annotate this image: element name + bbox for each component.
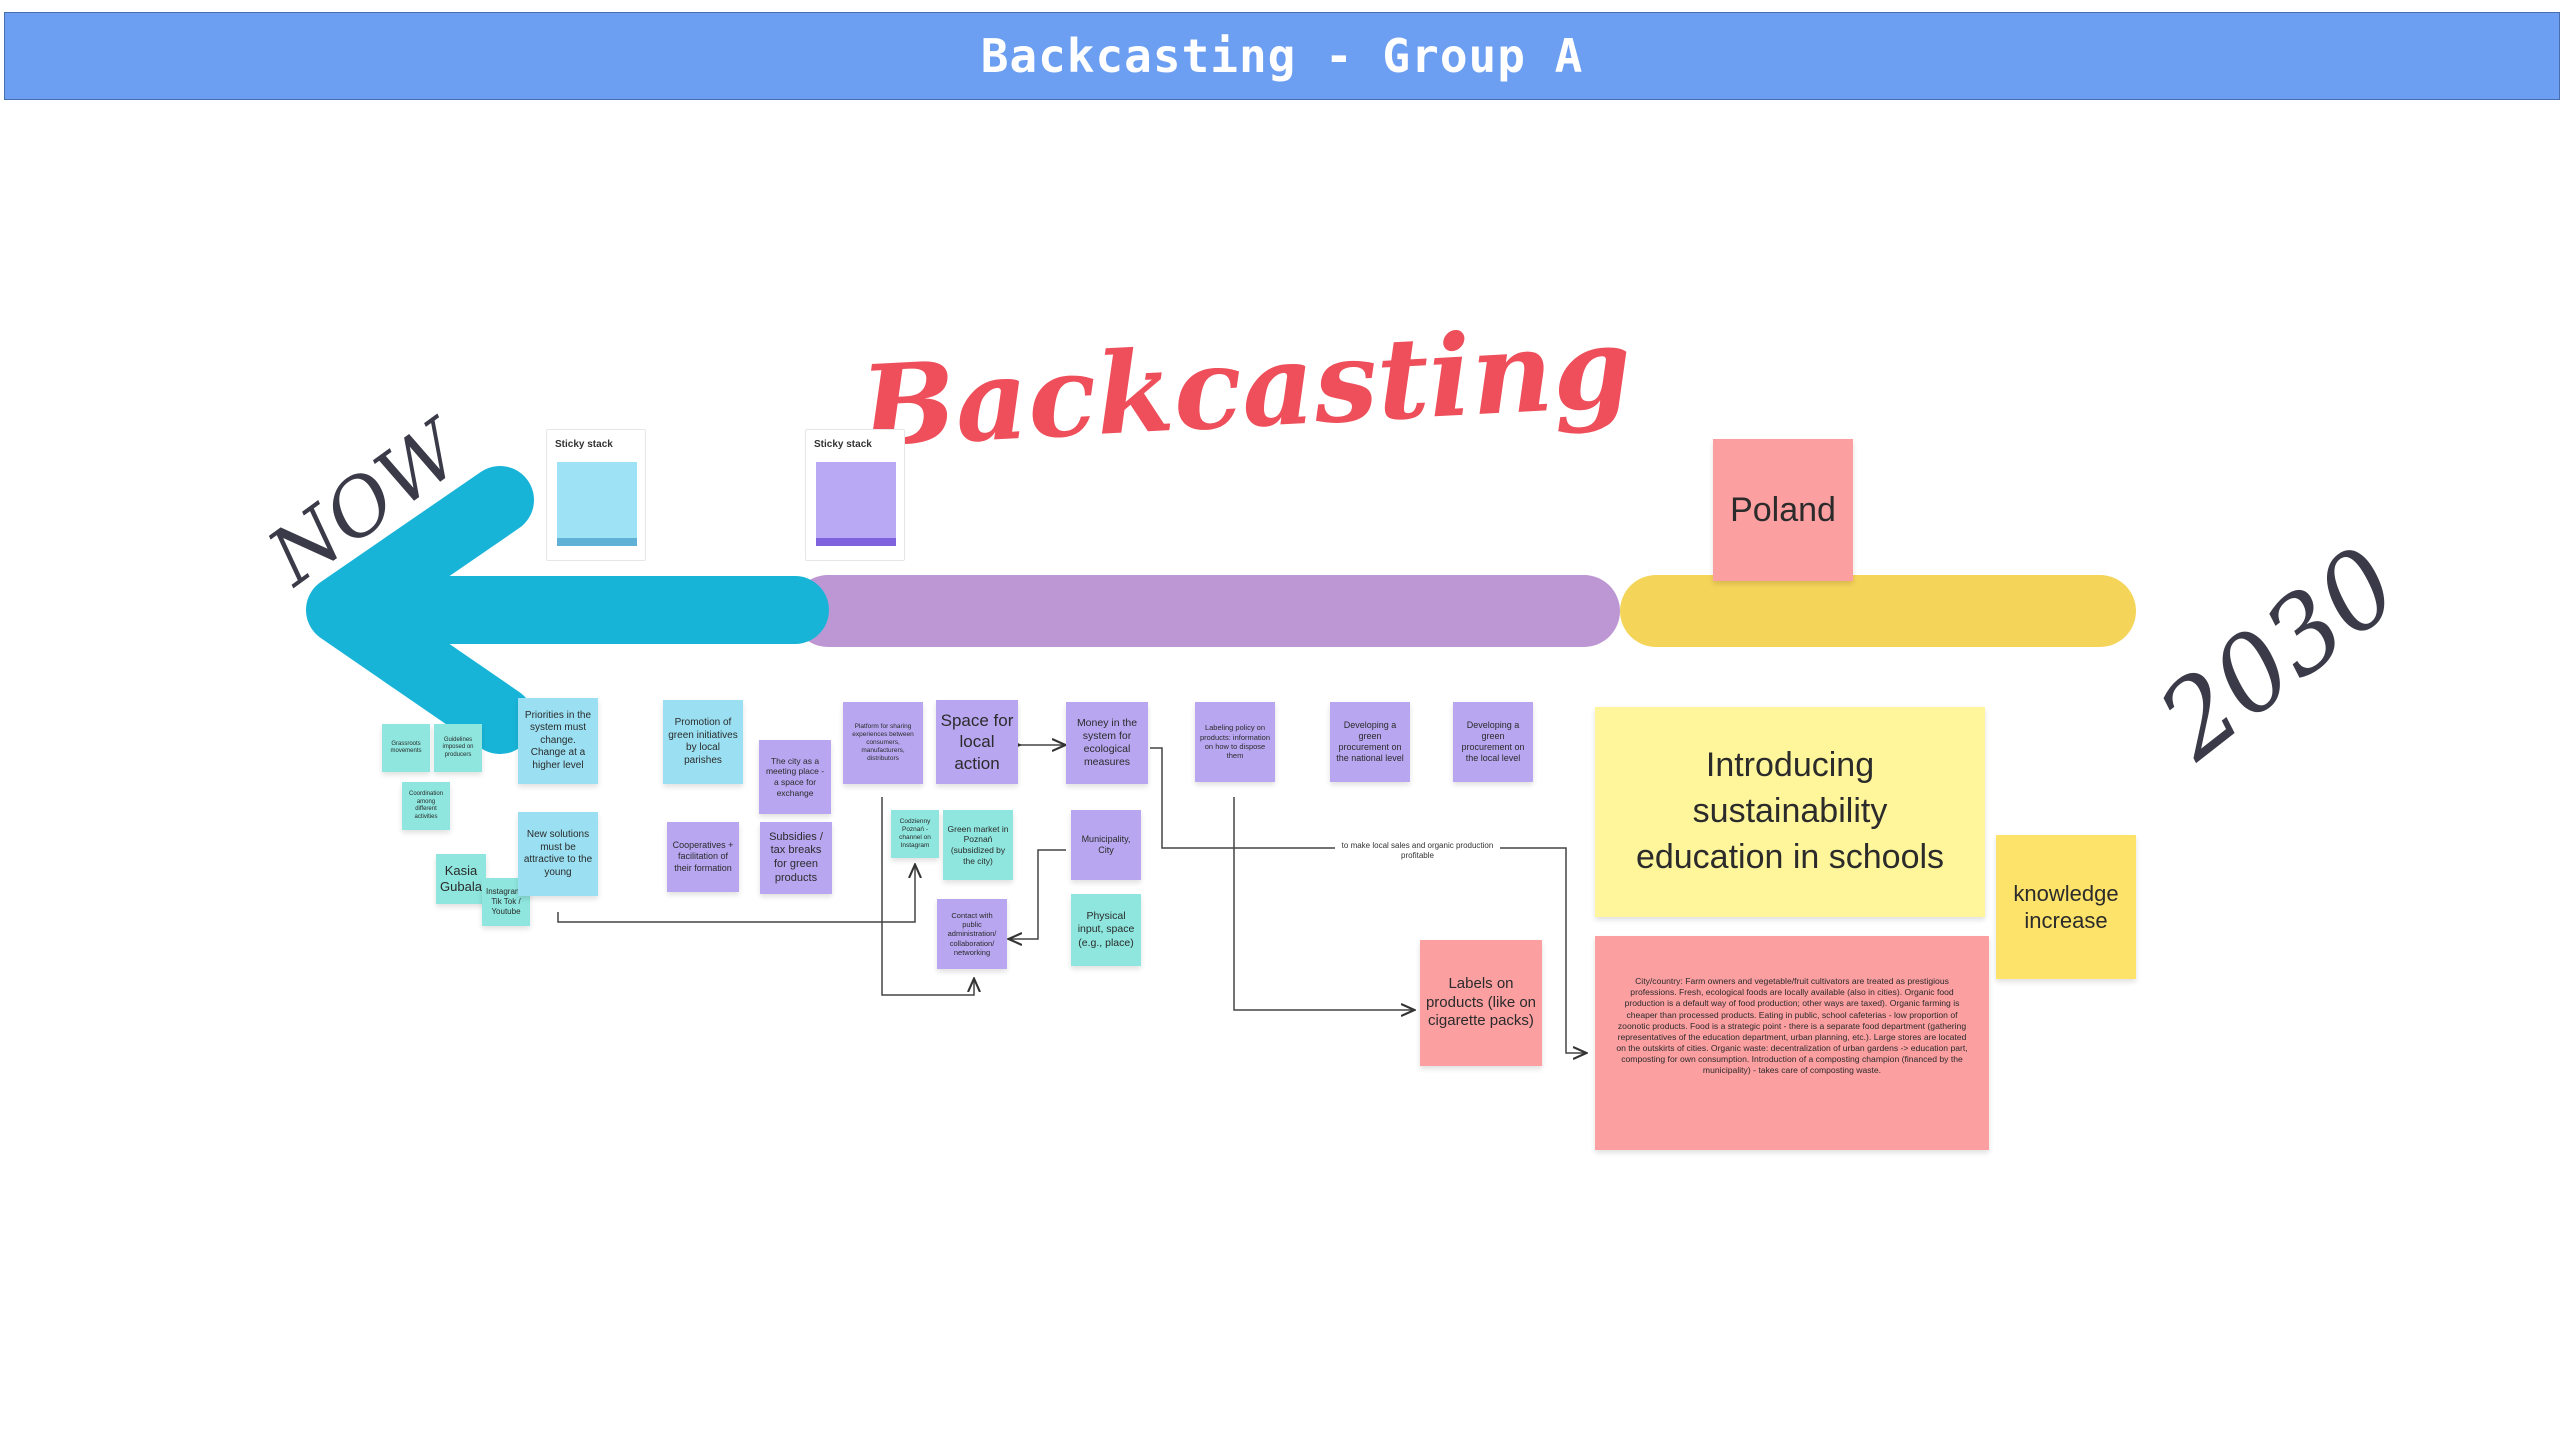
sticky-stack-edge <box>557 538 637 546</box>
sticky-grassroots[interactable]: Grassroots movements <box>382 724 430 772</box>
sticky-physical-input[interactable]: Physical input, space (e.g., place) <box>1071 894 1141 966</box>
sticky-guidelines[interactable]: Guidelines imposed on producers <box>434 724 482 772</box>
sticky-cooperatives[interactable]: Cooperatives + facilitation of their for… <box>667 822 739 892</box>
sticky-poland[interactable]: Poland <box>1713 439 1853 581</box>
backcasting-handwriting: Backcasting <box>855 302 1635 473</box>
sticky-stack-label: Sticky stack <box>555 439 613 450</box>
sticky-vision-2030[interactable]: City/country: Farm owners and vegetable/… <box>1595 936 1989 1150</box>
sticky-labeling[interactable]: Labeling policy on products: information… <box>1195 702 1275 782</box>
sticky-coordination[interactable]: Coordination among different activities <box>402 782 450 830</box>
connector-label-local-sales: to make local sales and organic producti… <box>1335 841 1500 861</box>
backcasting-text: Backcasting <box>855 302 1635 473</box>
sticky-green-market[interactable]: Green market in Poznań (subsidized by th… <box>943 810 1013 880</box>
sticky-municipality[interactable]: Municipality, City <box>1071 810 1141 880</box>
sticky-codzienny[interactable]: Codzienny Poznań - channel on Instagram <box>891 810 939 858</box>
sticky-new-solutions[interactable]: New solutions must be attractive to the … <box>518 812 598 896</box>
sticky-stack-edge <box>816 538 896 546</box>
board-header: Backcasting - Group A <box>4 12 2560 100</box>
sticky-subsidies[interactable]: Subsidies / tax breaks for green product… <box>760 822 832 894</box>
sticky-platform[interactable]: Platform for sharing experiences between… <box>843 702 923 784</box>
sticky-labels-cigarette[interactable]: Labels on products (like on cigarette pa… <box>1420 940 1542 1066</box>
sticky-introducing-education[interactable]: Introducing sustainability education in … <box>1595 707 1985 917</box>
sticky-kasia[interactable]: Kasia Gubala <box>436 854 486 904</box>
sticky-city-meeting[interactable]: The city as a meeting place - a space fo… <box>759 740 831 814</box>
year-handwriting: 2030 <box>2136 523 2420 783</box>
timeline-bar-purple[interactable] <box>792 575 1620 647</box>
sticky-space-local[interactable]: Space for local action <box>936 700 1018 784</box>
sticky-green-proc-national[interactable]: Developing a green procurement on the na… <box>1330 702 1410 782</box>
sticky-contact-public[interactable]: Contact with public administration/ coll… <box>937 899 1007 969</box>
sticky-promotion[interactable]: Promotion of green initiatives by local … <box>663 700 743 784</box>
sticky-stack-label: Sticky stack <box>814 439 872 450</box>
sticky-stack-purple[interactable]: Sticky stack <box>805 429 905 561</box>
sticky-green-proc-local[interactable]: Developing a green procurement on the lo… <box>1453 702 1533 782</box>
now-handwriting: NOW <box>251 402 482 604</box>
sticky-stack-pad <box>557 462 637 542</box>
sticky-stack-blue[interactable]: Sticky stack <box>546 429 646 561</box>
board-title: Backcasting - Group A <box>980 29 1584 83</box>
timeline-bar-yellow[interactable] <box>1620 575 2136 647</box>
sticky-stack-pad <box>816 462 896 542</box>
sticky-priorities[interactable]: Priorities in the system must change. Ch… <box>518 698 598 784</box>
sticky-money-system[interactable]: Money in the system for ecological measu… <box>1066 702 1148 784</box>
sticky-knowledge-increase[interactable]: knowledge increase <box>1996 835 2136 979</box>
year-text: 2030 <box>2136 523 2420 783</box>
